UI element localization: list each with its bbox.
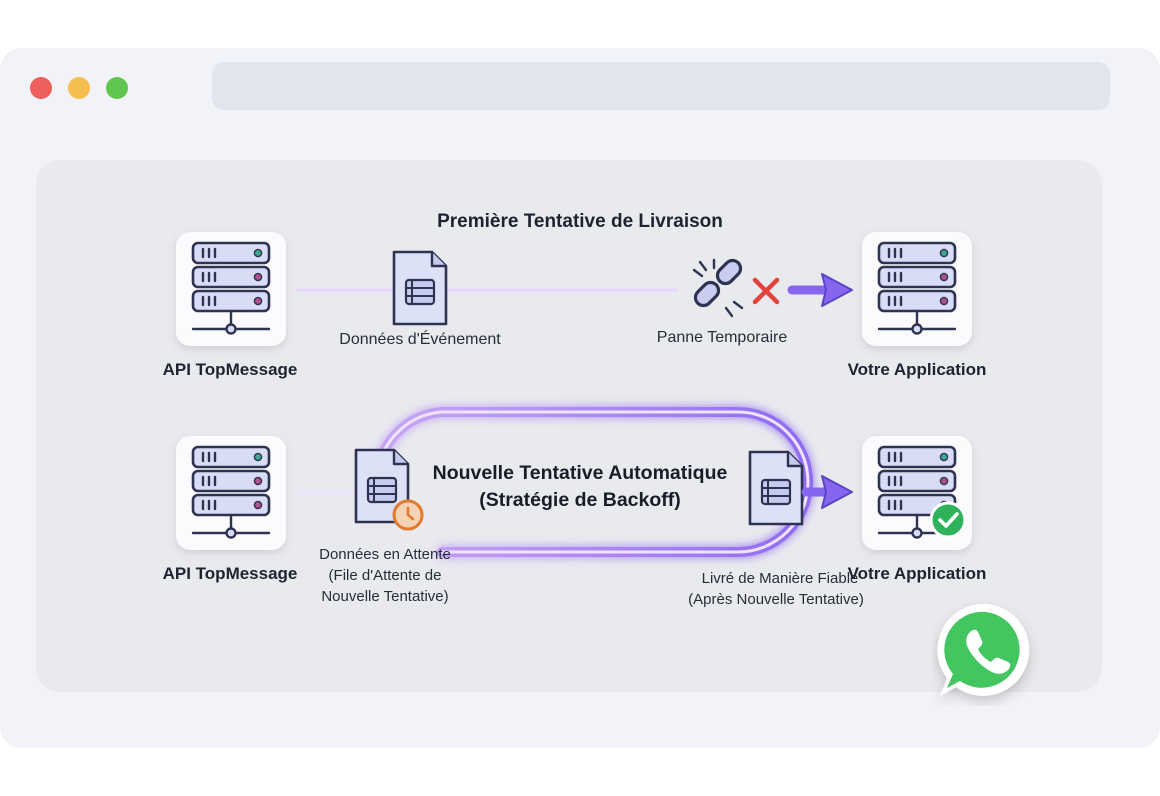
top-source-server-card bbox=[176, 232, 286, 346]
window-minimize-button[interactable] bbox=[68, 77, 90, 99]
checkmark-icon bbox=[929, 501, 967, 539]
top-target-server-card bbox=[862, 232, 972, 346]
window-close-button[interactable] bbox=[30, 77, 52, 99]
delivered-line2: (Après Nouvelle Tentative) bbox=[688, 591, 864, 608]
pending-data-line1: Données en Attente bbox=[319, 546, 451, 563]
top-title: Première Tentative de Livraison bbox=[437, 211, 723, 232]
error-x-icon bbox=[752, 277, 780, 305]
pending-data-line2: (File d'Attente de bbox=[328, 567, 442, 584]
top-source-label: API TopMessage bbox=[162, 360, 298, 379]
window-maximize-button[interactable] bbox=[106, 77, 128, 99]
bottom-source-label: API TopMessage bbox=[162, 564, 298, 583]
broken-link-icon bbox=[692, 258, 744, 318]
clock-icon bbox=[392, 499, 424, 531]
retry-loop-core bbox=[376, 410, 810, 554]
event-data-label: Données d'Événement bbox=[339, 331, 501, 348]
retry-title-line1: Nouvelle Tentative Automatique bbox=[432, 462, 728, 484]
delivered-line1: Livré de Manière Fiable bbox=[701, 570, 859, 587]
bottom-target-label: Votre Application bbox=[847, 564, 987, 583]
document-icon bbox=[392, 250, 448, 326]
top-target-label: Votre Application bbox=[847, 360, 987, 379]
arrow-right-icon bbox=[821, 273, 853, 307]
retry-title-line2: (Stratégie de Backoff) bbox=[479, 489, 681, 511]
temporary-failure-label: Panne Temporaire bbox=[656, 329, 788, 346]
whatsapp-icon[interactable] bbox=[932, 598, 1040, 706]
bottom-source-server-card bbox=[176, 436, 286, 550]
address-bar[interactable] bbox=[212, 62, 1110, 110]
pending-data-line3: Nouvelle Tentative) bbox=[321, 588, 449, 605]
arrow-right-icon bbox=[821, 475, 853, 509]
